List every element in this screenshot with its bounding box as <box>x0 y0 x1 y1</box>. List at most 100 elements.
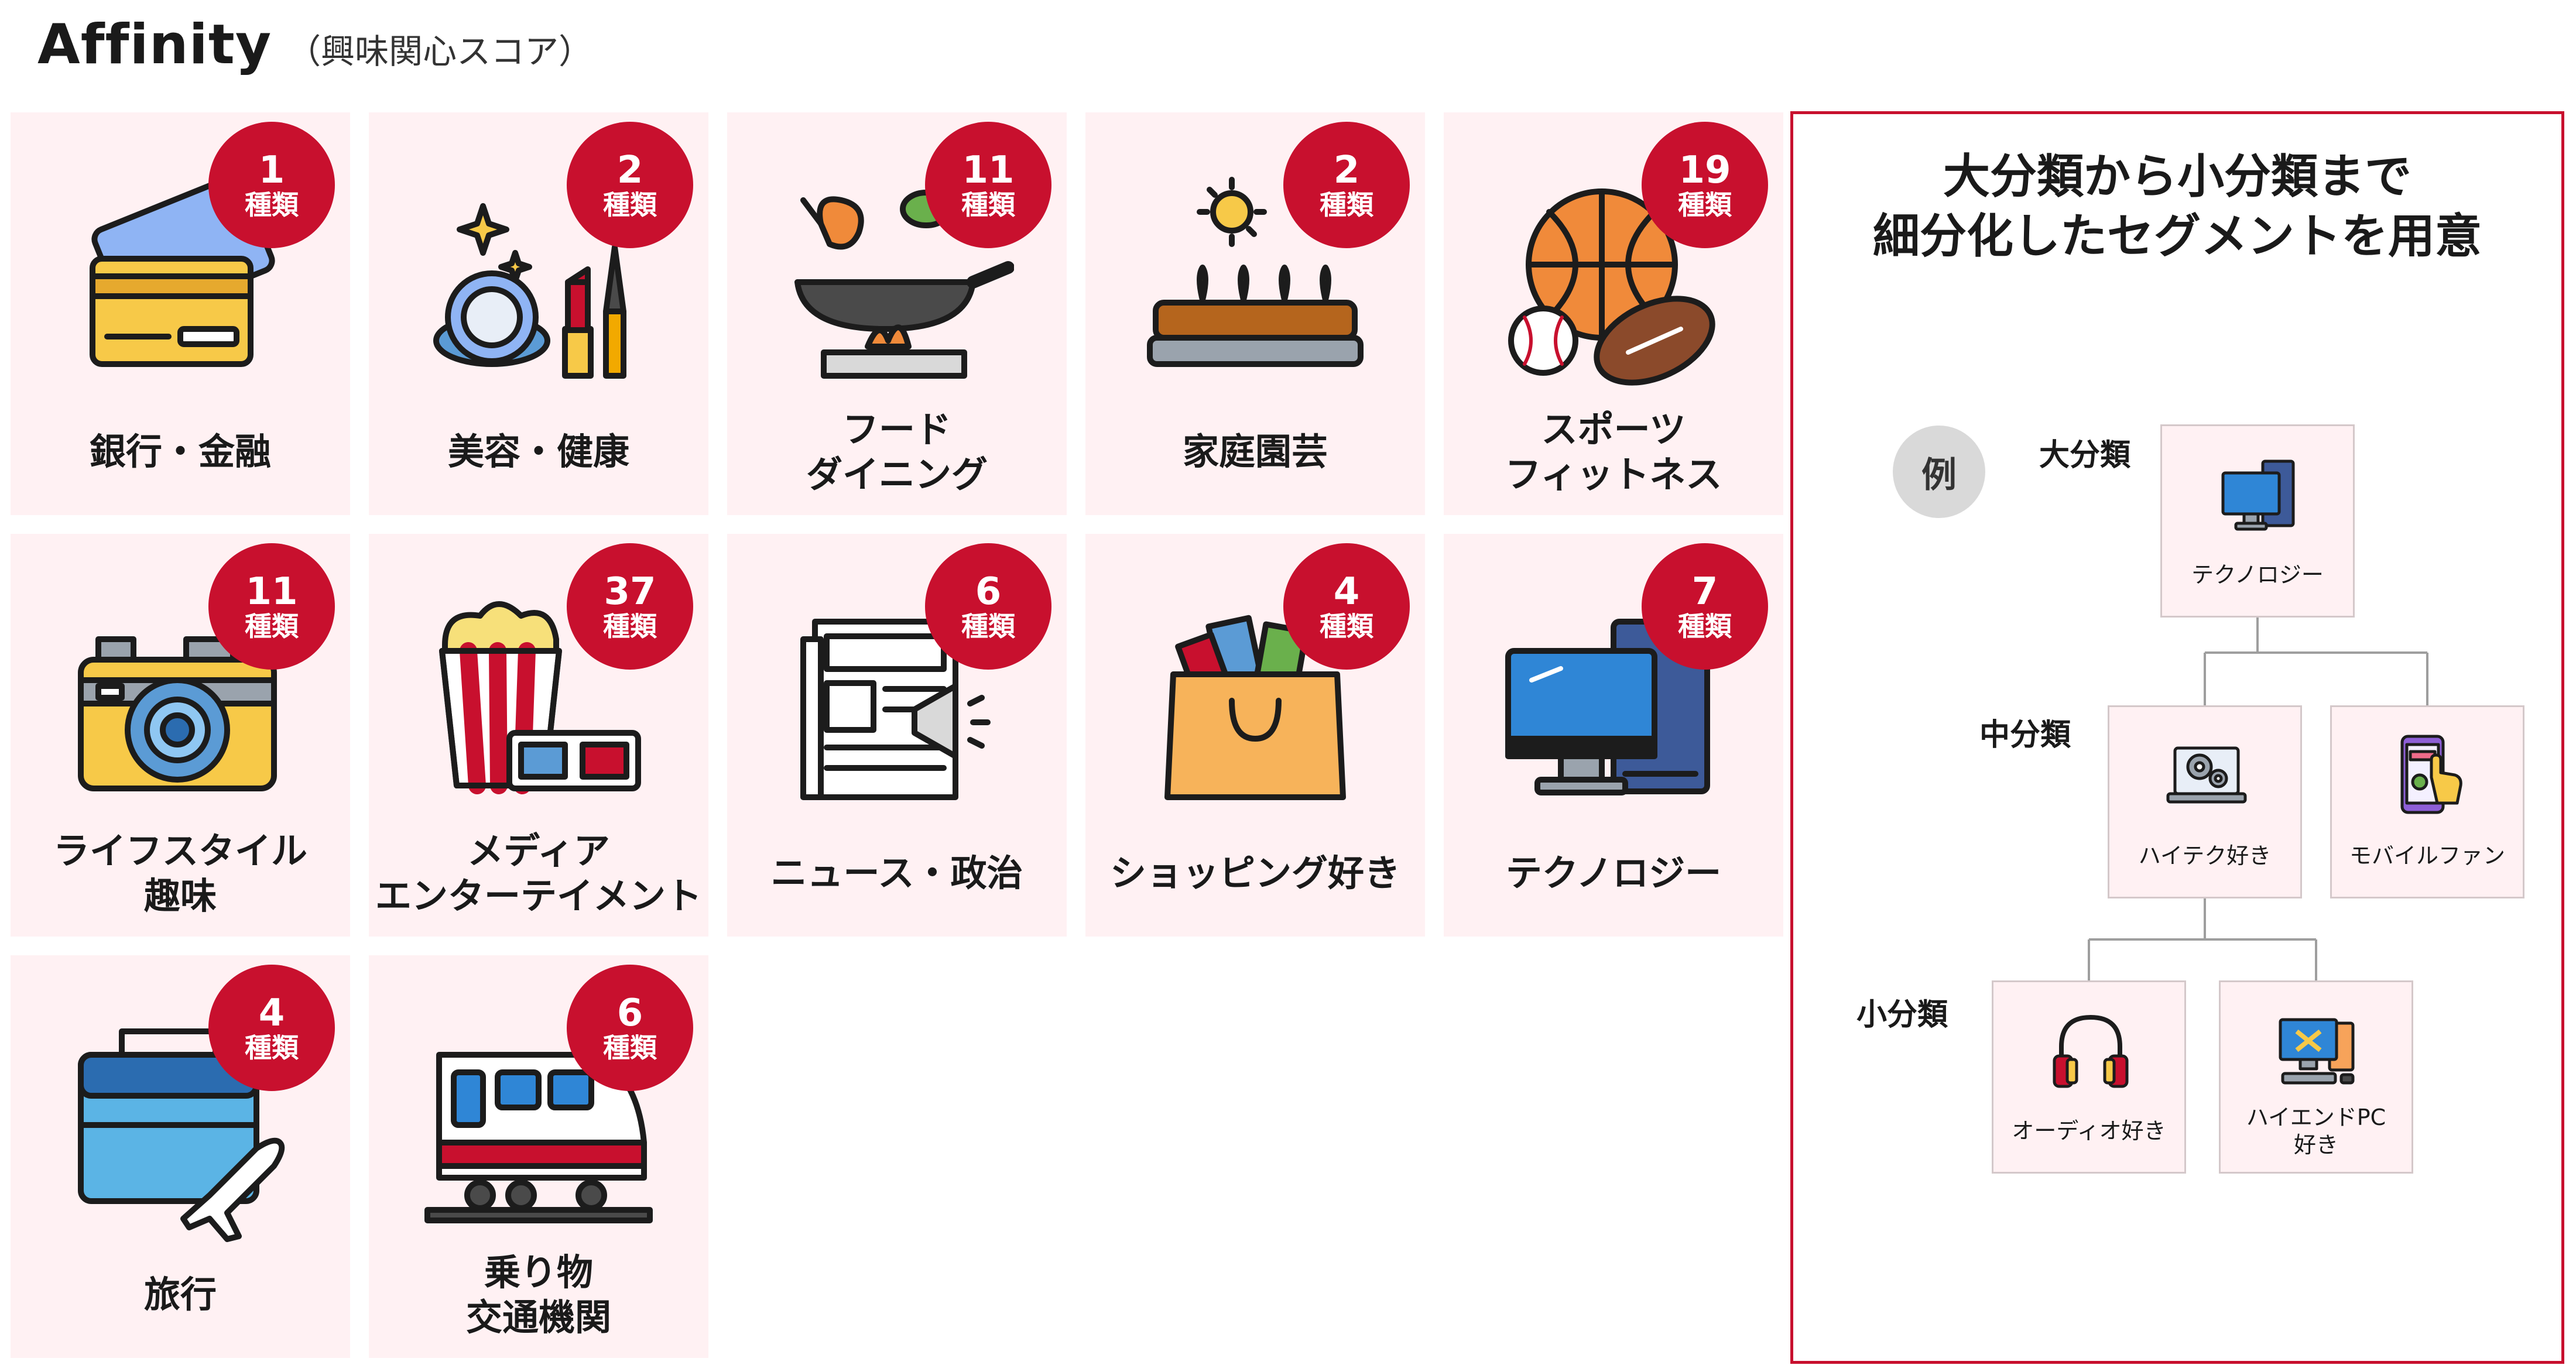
tree-node-small[interactable]: オーディオ好き <box>1992 980 2186 1174</box>
garden-planter-icon <box>1138 165 1372 399</box>
level-label-large: 大分類 <box>2039 438 2131 473</box>
panel-title-line: 細分化したセグメントを用意 <box>1873 209 2482 264</box>
tree-node-medium[interactable]: モバイルファン <box>2330 705 2524 898</box>
category-label-line: ショッピング好き <box>1109 852 1400 895</box>
category-label-line: 家庭園芸 <box>1182 430 1328 474</box>
count-unit: 種類 <box>603 1031 657 1064</box>
example-badge: 例 <box>1893 426 1985 518</box>
count-number: 11 <box>962 148 1015 192</box>
category-label-line: 趣味 <box>143 874 217 917</box>
shopping-bag-icon <box>1138 587 1372 821</box>
count-badge: 2 種類 <box>567 122 693 248</box>
category-label-line: 交通機関 <box>465 1296 611 1339</box>
count-unit: 種類 <box>245 610 299 642</box>
count-number: 6 <box>616 991 643 1035</box>
popcorn-3d-glasses-icon <box>422 587 656 821</box>
tree-node-caption: ハイテク好き <box>2109 824 2300 889</box>
count-badge: 6 種類 <box>925 543 1051 670</box>
category-label-line: ライフスタイル <box>53 829 307 872</box>
tree-node-small[interactable]: ハイエンドPC 好き <box>2219 980 2413 1174</box>
count-badge: 4 種類 <box>208 965 335 1091</box>
category-label-line: メディア <box>467 829 610 872</box>
category-label-line: フィットネス <box>1505 453 1722 496</box>
category-card[interactable]: 11 種類 ライフスタイル 趣味 <box>11 534 350 937</box>
count-badge: 4 種類 <box>1283 543 1410 670</box>
category-card[interactable]: 6 種類 ニュース・政治 <box>727 534 1067 937</box>
count-unit: 種類 <box>961 188 1015 221</box>
count-unit: 種類 <box>1320 610 1373 642</box>
count-number: 4 <box>258 991 285 1035</box>
category-label: メディア エンターテイメント <box>369 821 708 926</box>
category-label-line: エンターテイメント <box>375 874 702 917</box>
gaming-pc-icon <box>2273 1006 2362 1095</box>
category-label-line: 美容・健康 <box>447 430 629 474</box>
category-label-line: テクノロジー <box>1505 852 1722 895</box>
tree-node-caption-line: モバイルファン <box>2349 843 2505 869</box>
page-subtitle: （興味関心スコア） <box>287 32 593 71</box>
category-label: スポーツ フィットネス <box>1444 399 1783 505</box>
cooking-pan-icon <box>780 165 1015 399</box>
category-card[interactable]: 19 種類 スポーツ フィットネス <box>1444 112 1783 515</box>
sports-balls-icon <box>1496 165 1731 399</box>
count-unit: 種類 <box>1320 188 1373 221</box>
tree-node-medium[interactable]: ハイテク好き <box>2108 705 2302 898</box>
count-number: 1 <box>258 148 285 192</box>
count-number: 7 <box>1691 570 1718 613</box>
category-card[interactable]: 2 種類 家庭園芸 <box>1085 112 1425 515</box>
level-label-small: 小分類 <box>1856 997 1948 1033</box>
category-label-line: フード <box>842 407 951 451</box>
category-label: 美容・健康 <box>369 399 708 505</box>
tree-node-caption-line: ハイエンドPC <box>2246 1104 2386 1130</box>
category-label-line: ダイニング <box>806 453 988 496</box>
tree-node-caption: オーディオ好き <box>1993 1099 2184 1164</box>
category-label-line: 乗り物 <box>484 1250 593 1294</box>
newspaper-megaphone-icon <box>780 587 1014 821</box>
category-card[interactable]: 11 種類 フード ダイニング <box>727 112 1067 515</box>
tree-node-caption: テクノロジー <box>2162 543 2353 608</box>
category-card[interactable]: 4 種類 ショッピング好き <box>1085 534 1425 937</box>
category-label: フード ダイニング <box>727 399 1067 505</box>
category-label-line: スポーツ <box>1541 407 1686 451</box>
category-card[interactable]: 4 種類 旅行 <box>11 955 350 1358</box>
laptop-gears-icon <box>2162 730 2251 819</box>
camera-icon <box>63 587 297 821</box>
tree-node-caption: モバイルファン <box>2332 824 2523 889</box>
count-badge: 37 種類 <box>567 543 693 670</box>
category-label: ニュース・政治 <box>727 821 1067 926</box>
count-unit: 種類 <box>603 610 657 642</box>
category-label: 銀行・金融 <box>11 399 350 505</box>
train-icon <box>422 1008 656 1242</box>
category-card[interactable]: 7 種類 テクノロジー <box>1444 534 1783 937</box>
tree-node-caption-line: テクノロジー <box>2191 562 2324 588</box>
cosmetics-icon <box>422 165 656 399</box>
tree-node-large[interactable]: テクノロジー <box>2160 424 2355 618</box>
panel-title: 大分類から小分類まで 細分化したセグメントを用意 <box>1793 147 2561 267</box>
category-card[interactable]: 6 種類 乗り物 交通機関 <box>369 955 708 1358</box>
count-number: 11 <box>245 570 298 613</box>
category-label-line: ニュース・政治 <box>770 852 1023 895</box>
panel-title-line: 大分類から小分類まで <box>1943 149 2411 204</box>
category-card[interactable]: 2 種類 美容・健康 <box>369 112 708 515</box>
count-number: 2 <box>1333 148 1360 192</box>
count-number: 2 <box>616 148 643 192</box>
count-number: 19 <box>1678 148 1731 192</box>
tree-node-caption-line: オーディオ好き <box>2012 1118 2166 1144</box>
count-badge: 11 種類 <box>208 543 335 670</box>
category-label-line: 旅行 <box>143 1273 217 1316</box>
count-unit: 種類 <box>603 188 657 221</box>
category-card[interactable]: 1 種類 銀行・金融 <box>11 112 350 515</box>
tree-node-caption-line: 好き <box>2293 1132 2338 1158</box>
count-badge: 7 種類 <box>1642 543 1768 670</box>
count-unit: 種類 <box>245 188 299 221</box>
category-label: テクノロジー <box>1444 821 1783 926</box>
count-badge: 6 種類 <box>567 965 693 1091</box>
smartphone-tap-icon <box>2385 730 2474 819</box>
category-label: 旅行 <box>11 1242 350 1347</box>
tree-node-caption-line: ハイテク好き <box>2138 843 2272 869</box>
segment-example-panel: 大分類から小分類まで 細分化したセグメントを用意 例 大分類 中分類 小分類 <box>1790 111 2564 1364</box>
computer-icon <box>2215 450 2304 539</box>
count-badge: 11 種類 <box>925 122 1051 248</box>
count-number: 37 <box>604 570 656 613</box>
category-card[interactable]: 37 種類 メディア エンターテイメント <box>369 534 708 937</box>
category-grid: 1 種類 銀行・金融 <box>11 112 1784 1365</box>
